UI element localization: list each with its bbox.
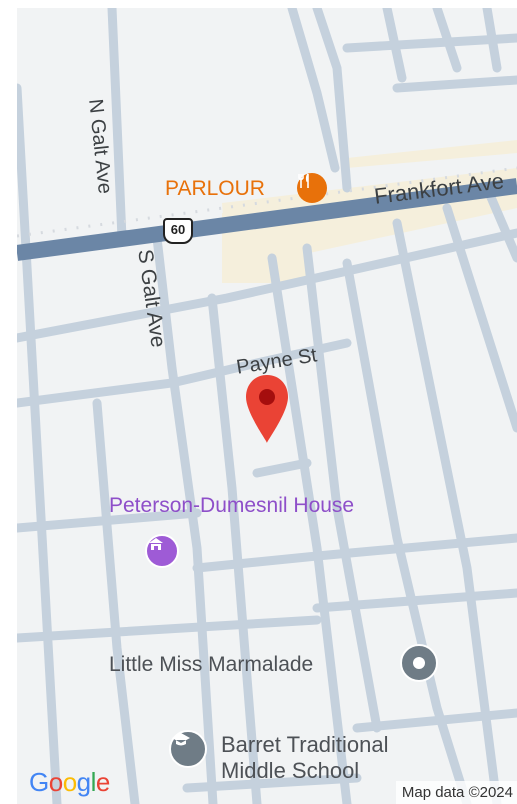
map-copyright: Map data ©2024 [395,781,517,804]
minor-roads [17,8,517,804]
barret-school-label-line2[interactable]: Middle School [221,758,360,783]
barret-school-label-line1[interactable]: Barret Traditional [221,732,389,757]
route-number: 60 [170,222,186,237]
google-logo: Google [29,767,110,797]
rail-line [17,166,517,238]
map-canvas [17,8,517,804]
location-pin-icon[interactable] [244,373,290,445]
us-route-60-shield: 60 [163,218,193,244]
poi-dot-inner [413,657,425,669]
school-icon[interactable] [169,730,207,768]
map-viewport[interactable]: N Galt Ave S Galt Ave Frankfort Ave Payn… [17,8,517,804]
museum-icon[interactable] [145,534,179,568]
parlour-label[interactable]: PARLOUR [165,177,265,200]
peterson-dumesnil-house-label[interactable]: Peterson-Dumesnil House [109,494,355,517]
frankfort-ave-road [17,178,517,261]
poi-dot-icon[interactable] [400,644,438,682]
little-miss-marmalade-label[interactable]: Little Miss Marmalade [109,653,314,676]
restaurant-icon[interactable] [297,173,327,203]
